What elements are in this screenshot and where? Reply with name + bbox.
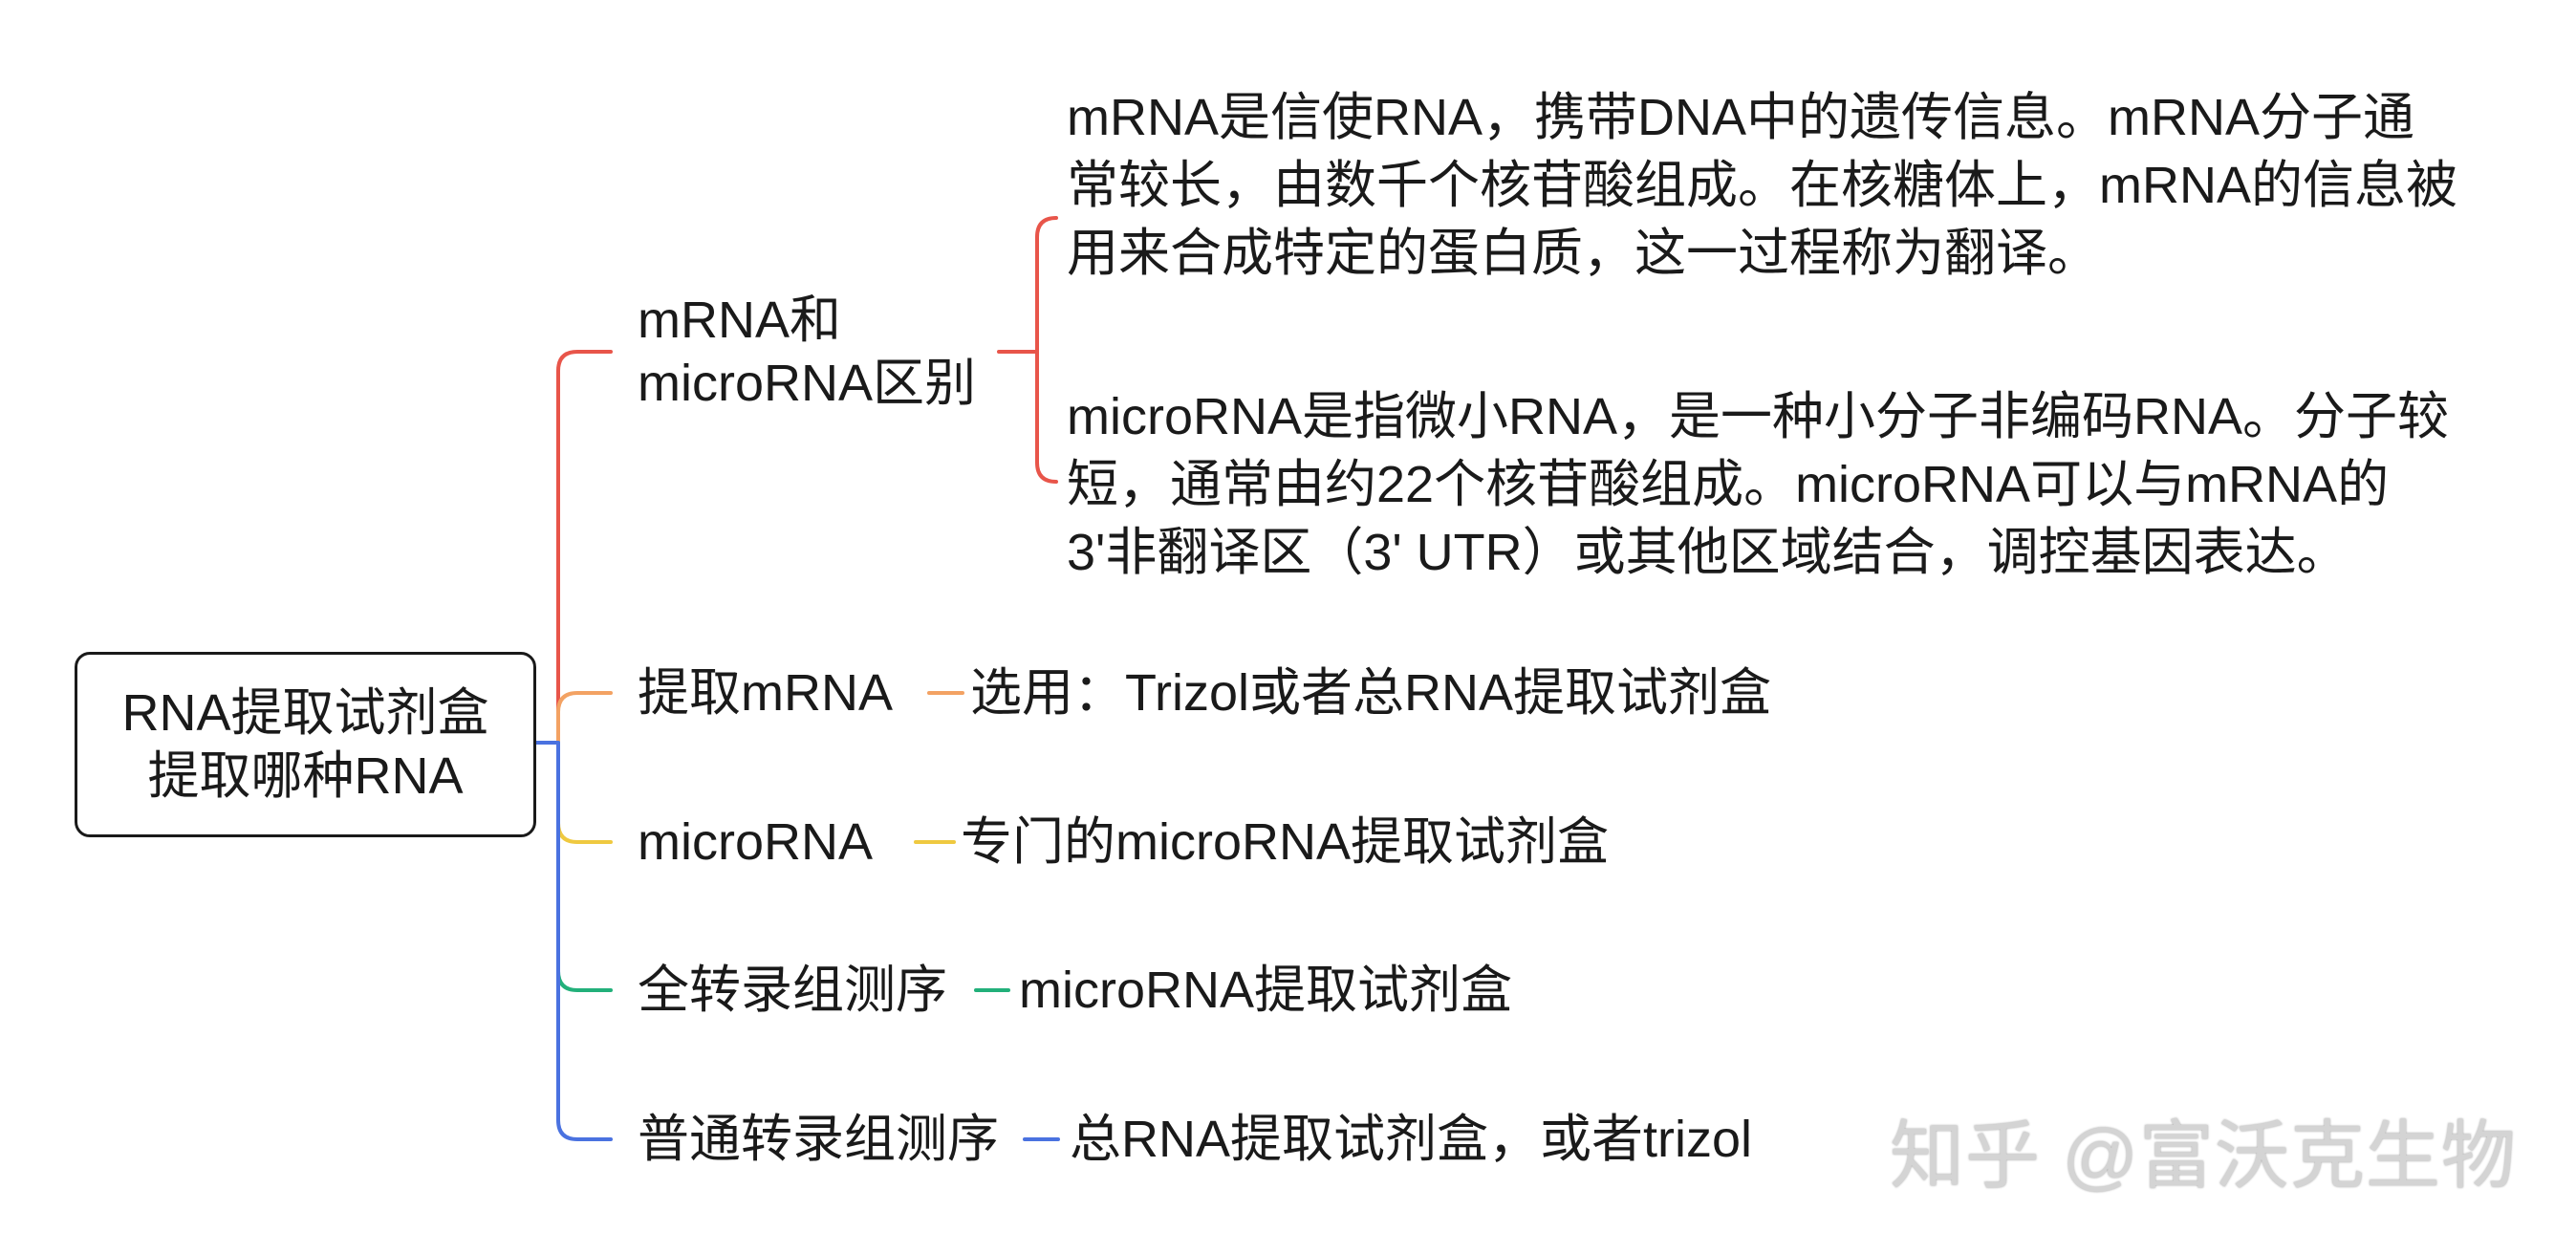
branch-connector-normal-transcriptome	[534, 741, 613, 1141]
subtopic-normal-transcriptome-kit: 总RNA提取试剂盒，或者trizol	[1070, 1111, 1753, 1168]
branch-topic-microrna: microRNA	[638, 813, 874, 871]
root-topic-line: 提取哪种RNA	[147, 747, 464, 805]
paragraph-line: mRNA是信使RNA，携带DNA中的遗传信息。mRNA分子通	[1067, 89, 2415, 146]
root-topic: RNA提取试剂盒 提取哪种RNA	[75, 652, 536, 837]
subtopic-extract-mrna-kit: 选用：Trizol或者总RNA提取试剂盒	[970, 664, 1772, 722]
branch-topic-whole-transcriptome: 全转录组测序	[638, 962, 947, 1019]
detail-paragraph-microrna: microRNA是指微小RNA，是一种小分子非编码RNA。分子较 短，通常由约2…	[1067, 383, 2449, 587]
paragraph-line: 用来合成特定的蛋白质，这一过程称为翻译。	[1067, 225, 2099, 282]
paragraph-line: microRNA是指微小RNA，是一种小分子非编码RNA。分子较	[1067, 388, 2450, 445]
paragraph-line: 常较长，由数千个核苷酸组成。在核糖体上，mRNA的信息被	[1067, 157, 2457, 214]
branch-topic-extract-mrna: 提取mRNA	[638, 664, 893, 722]
branch-topic-normal-transcriptome: 普通转录组测序	[638, 1111, 999, 1168]
branch-topic-line: microRNA区别	[638, 355, 977, 412]
branch-topic-mrna-vs-microrna: mRNA和 microRNA区别	[638, 289, 976, 415]
root-topic-line: RNA提取试剂盒	[121, 684, 489, 742]
branch-connector-mrna-vs-microrna	[556, 350, 613, 745]
detail-paragraph-mrna: mRNA是信使RNA，携带DNA中的遗传信息。mRNA分子通 常较长，由数千个核…	[1067, 84, 2457, 288]
branch-connector-whole-transcriptome	[556, 741, 613, 992]
branch-connector-microrna	[556, 741, 613, 844]
watermark: 知乎 @富沃克生物	[1890, 1113, 2517, 1198]
subtopic-whole-transcriptome-kit: microRNA提取试剂盒	[1019, 962, 1513, 1019]
paragraph-line: 短，通常由约22个核苷酸组成。microRNA可以与mRNA的	[1067, 456, 2390, 513]
subtopic-microrna-kit: 专门的microRNA提取试剂盒	[961, 813, 1610, 871]
branch-topic-line: mRNA和	[638, 292, 841, 349]
paragraph-line: 3'非翻译区（3' UTR）或其他区域结合，调控基因表达。	[1067, 524, 2349, 581]
branch-connector-extract-mrna	[556, 691, 613, 745]
detail-bracket-mrna-vs-microrna	[1035, 216, 1058, 484]
